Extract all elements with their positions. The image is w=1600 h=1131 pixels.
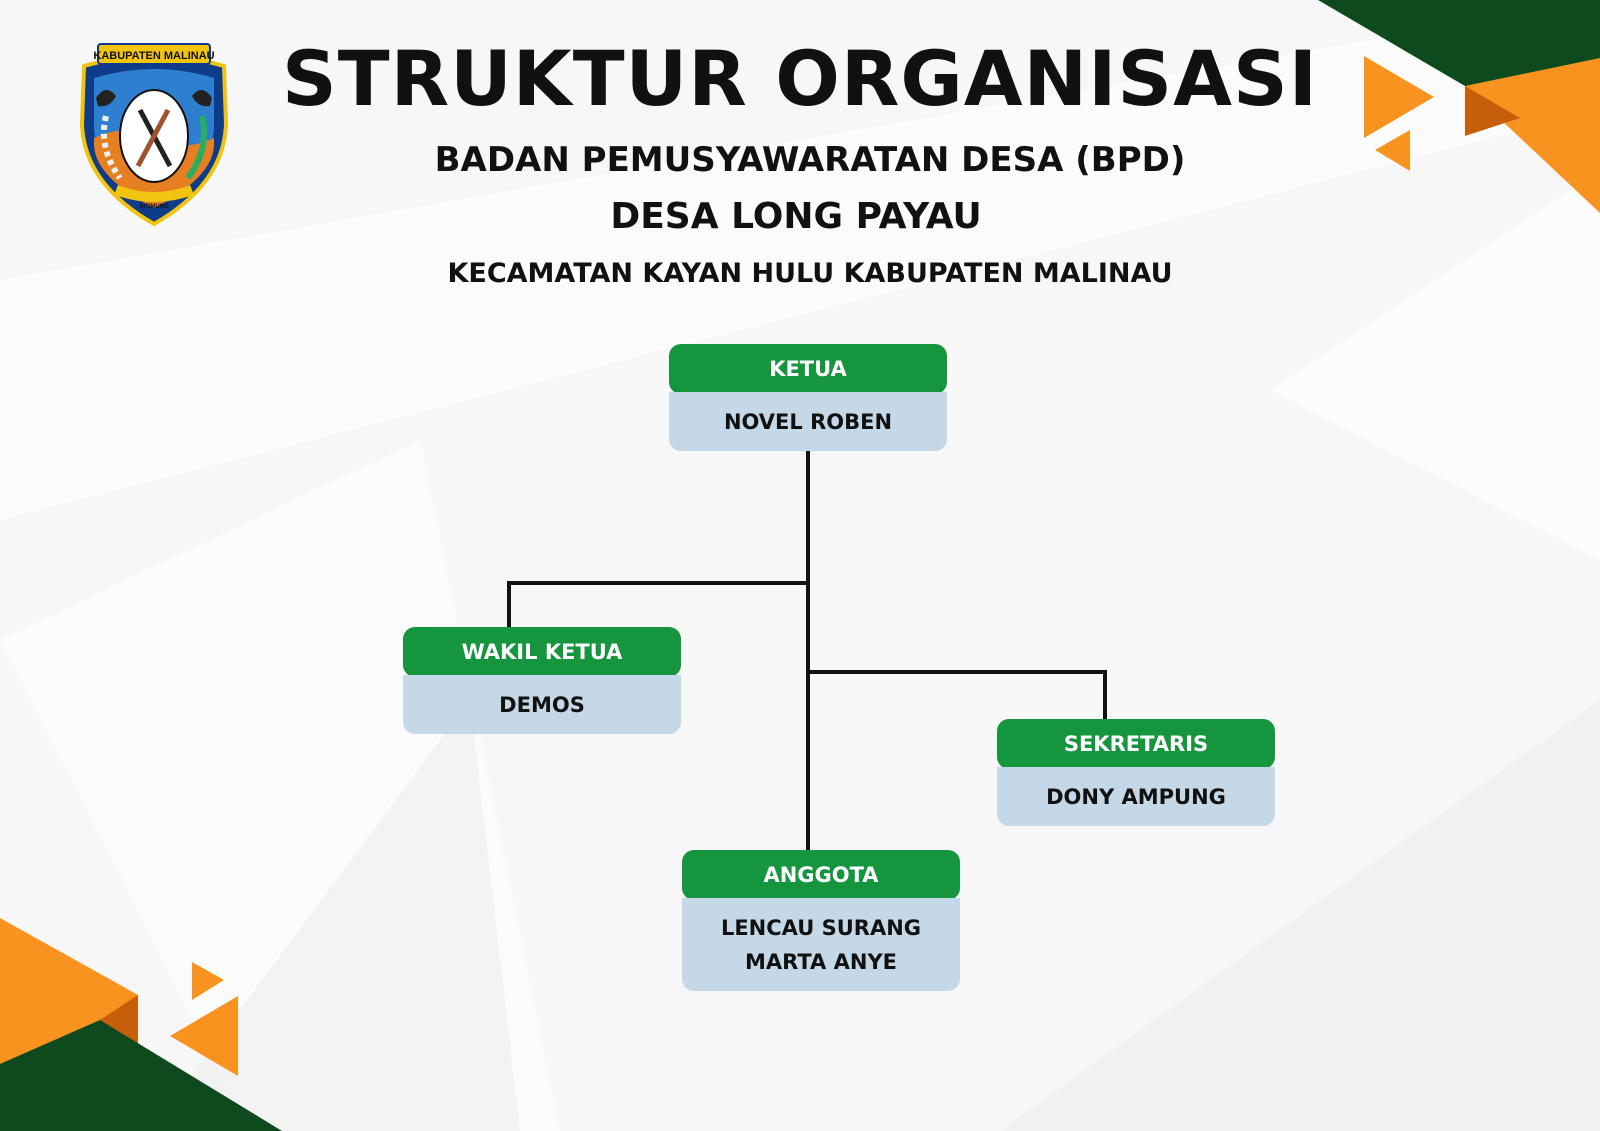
name-sekretaris: DONY AMPUNG (997, 767, 1275, 826)
name-anggota-1: MARTA ANYE (744, 950, 897, 974)
subtitle-desa: DESA LONG PAYAU (610, 196, 982, 237)
org-box-ketua: KETUA NOVEL ROBEN (669, 344, 947, 451)
arrow-orange-bottom (192, 962, 224, 1000)
name-sekretaris-0: DONY AMPUNG (1046, 785, 1226, 809)
arrow-orange-large (1364, 56, 1434, 138)
arrow-orange-bottom-2 (170, 996, 238, 1076)
kabupaten-malinau-emblem: KABUPATEN MALINAU INTIMUNG (79, 43, 229, 227)
subtitle-kecamatan: KECAMATAN KAYAN HULU KABUPATEN MALINAU (447, 258, 1173, 289)
page-title: STRUKTUR ORGANISASI (281, 34, 1319, 123)
role-label-ketua: KETUA (669, 344, 947, 394)
corner-orange-top-right (1465, 58, 1600, 213)
org-box-sekretaris: SEKRETARIS DONY AMPUNG (997, 719, 1275, 826)
org-box-wakil-ketua: WAKIL KETUA DEMOS (403, 627, 681, 734)
subtitle-bpd: BADAN PEMUSYAWARATAN DESA (BPD) (434, 140, 1186, 180)
org-box-anggota: ANGGOTA LENCAU SURANG MARTA ANYE (682, 850, 960, 991)
emblem-banner (97, 43, 211, 65)
name-ketua: NOVEL ROBEN (669, 392, 947, 451)
emblem-motto: INTIMUNG (139, 204, 169, 210)
role-label-anggota: ANGGOTA (682, 850, 960, 900)
connector-sekretaris (806, 670, 1107, 721)
role-label-sekretaris: SEKRETARIS (997, 719, 1275, 769)
corner-green-bottom-left (0, 1020, 282, 1131)
name-ketua-0: NOVEL ROBEN (723, 410, 893, 434)
role-label-wakil-ketua: WAKIL KETUA (403, 627, 681, 677)
name-wakil-ketua-0: DEMOS (499, 693, 585, 717)
name-anggota: LENCAU SURANG MARTA ANYE (682, 898, 960, 991)
arrow-orange-small (1375, 130, 1410, 171)
name-wakil-ketua: DEMOS (403, 675, 681, 734)
name-anggota-0: LENCAU SURANG (720, 916, 922, 940)
emblem-banner-text: KABUPATEN MALINAU (93, 50, 214, 62)
connector-wakil (507, 581, 810, 630)
